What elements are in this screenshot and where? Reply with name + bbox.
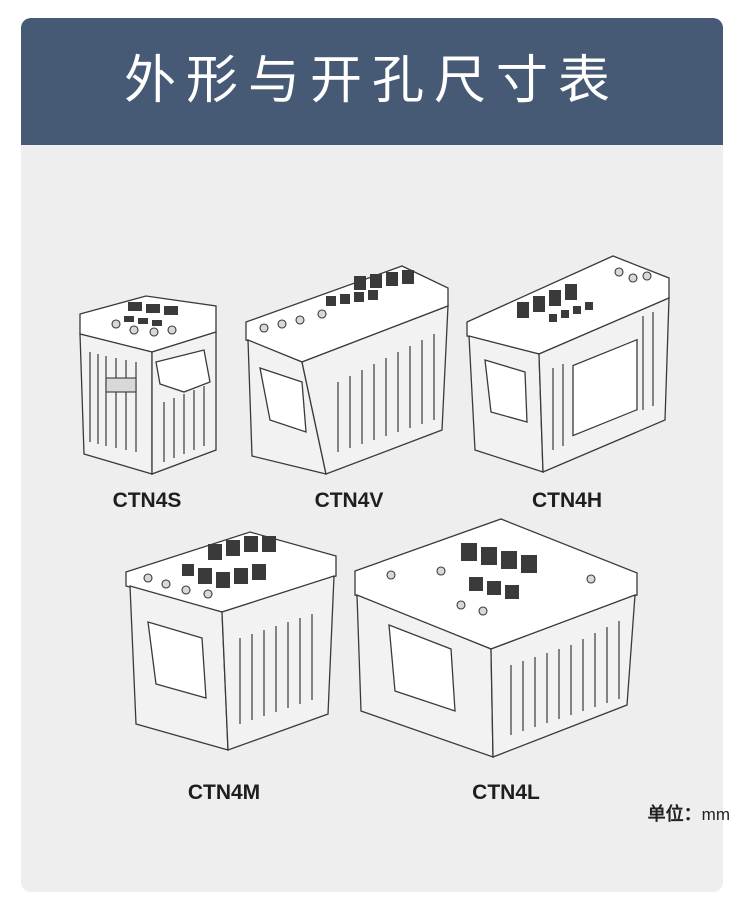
- ctn4h-device-image: [466, 255, 670, 473]
- model-label-ctn4s: CTN4S: [112, 489, 182, 512]
- ctn4v-device-image: [245, 265, 449, 475]
- model-label-ctn4h: CTN4H: [531, 489, 602, 512]
- ctn4m-device-image: [125, 531, 337, 751]
- title-banner: 外形与开孔尺寸表: [21, 18, 723, 145]
- model-label-ctn4m: CTN4M: [187, 781, 261, 804]
- model-label-ctn4v: CTN4V: [314, 489, 384, 512]
- unit-value: mm: [701, 805, 730, 824]
- page-title: 外形与开孔尺寸表: [123, 51, 620, 111]
- unit-note: 单位：mm: [648, 800, 730, 826]
- unit-label: 单位：: [647, 804, 702, 825]
- ctn4l-device-image: [354, 518, 638, 758]
- model-label-ctn4l: CTN4L: [472, 781, 540, 804]
- ctn4s-device-image: [79, 295, 217, 475]
